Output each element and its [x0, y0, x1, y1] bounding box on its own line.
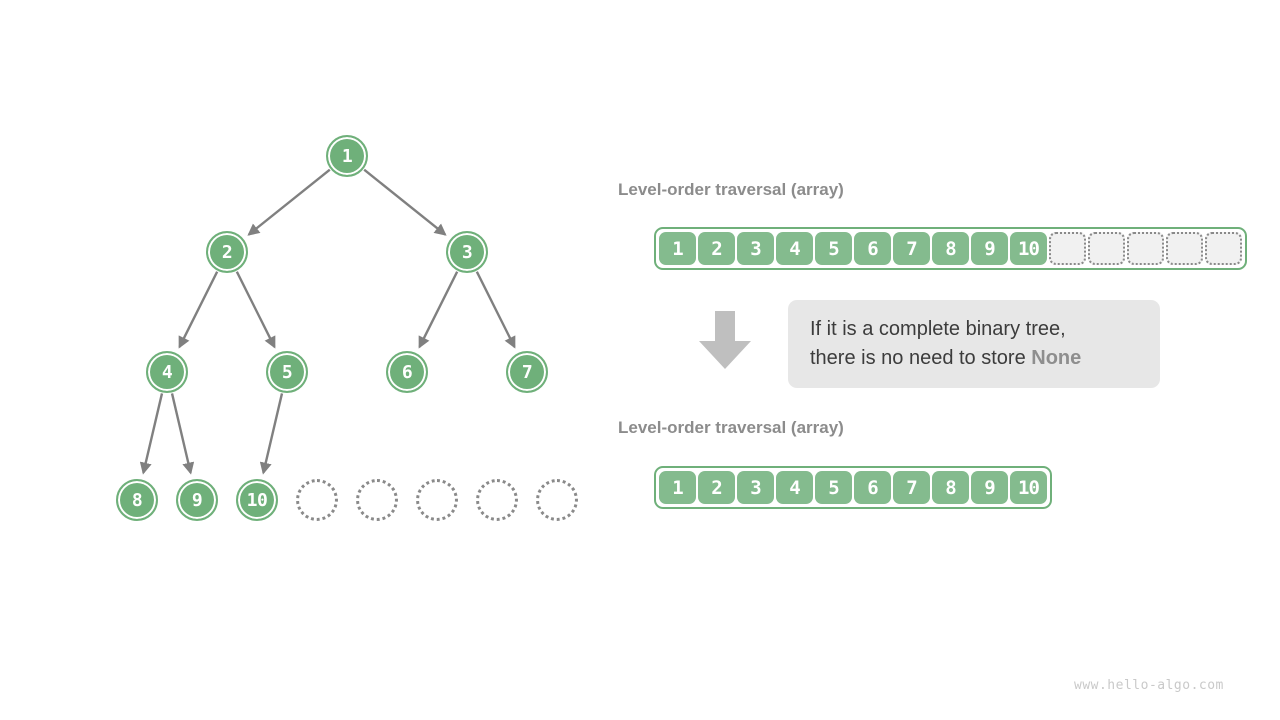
- tree-edge-n1-n2: [247, 168, 331, 236]
- top-array-label: Level-order traversal (array): [618, 180, 844, 199]
- tree-edge-n4-n9: [170, 393, 195, 475]
- tree-node-9: 9: [176, 479, 218, 521]
- bottom-array-cell-3: 4: [776, 471, 813, 504]
- top-array-cell-empty-3: [1166, 232, 1203, 265]
- bottom-array-cell-5: 6: [854, 471, 891, 504]
- tree-node-3: 3: [446, 231, 488, 273]
- top-array-cell-empty-0: [1049, 232, 1086, 265]
- note-line-2-text: there is no need to store: [810, 347, 1032, 369]
- top-array-cell-6: 7: [893, 232, 930, 265]
- tree-edges: [139, 168, 516, 475]
- tree-edge-n1-n3: [363, 168, 447, 236]
- note-emphasis-none: None: [1031, 347, 1082, 369]
- tree-node-4: 4: [146, 351, 188, 393]
- watermark: www.hello-algo.com: [1074, 678, 1224, 693]
- top-array-cell-1: 2: [698, 232, 735, 265]
- top-array-cell-empty-4: [1205, 232, 1242, 265]
- note-line-2: there is no need to store None: [810, 344, 1138, 373]
- tree-node-5: 5: [266, 351, 308, 393]
- bottom-array-label: Level-order traversal (array): [618, 418, 844, 437]
- tree-node-empty-3: [416, 479, 458, 521]
- bottom-array-cell-6: 7: [893, 471, 930, 504]
- bottom-array-cell-0: 1: [659, 471, 696, 504]
- top-array-cell-5: 6: [854, 232, 891, 265]
- tree-node-empty-2: [356, 479, 398, 521]
- top-array-cell-empty-1: [1088, 232, 1125, 265]
- top-array-cell-4: 5: [815, 232, 852, 265]
- tree-node-empty-1: [296, 479, 338, 521]
- tree-edge-n2-n4: [178, 271, 219, 349]
- bottom-array-cell-4: 5: [815, 471, 852, 504]
- tree-edge-n2-n5: [235, 271, 276, 349]
- tree-node-10: 10: [236, 479, 278, 521]
- tree-node-1: 1: [326, 135, 368, 177]
- note-box: If it is a complete binary tree, there i…: [788, 300, 1160, 388]
- tree-node-6: 6: [386, 351, 428, 393]
- tree-edge-n3-n7: [475, 271, 516, 349]
- tree-node-empty-4: [476, 479, 518, 521]
- tree-edge-n3-n6: [418, 271, 459, 349]
- bottom-array-cell-7: 8: [932, 471, 969, 504]
- top-array-cell-0: 1: [659, 232, 696, 265]
- tree-edge-n5-n10: [259, 393, 284, 475]
- top-array-cell-3: 4: [776, 232, 813, 265]
- note-line-1: If it is a complete binary tree,: [810, 318, 1066, 340]
- tree-edge-n4-n8: [139, 393, 164, 475]
- tree-node-2: 2: [206, 231, 248, 273]
- top-array-cell-8: 9: [971, 232, 1008, 265]
- bottom-array-cell-9: 10: [1010, 471, 1047, 504]
- top-array-cell-2: 3: [737, 232, 774, 265]
- tree-node-7: 7: [506, 351, 548, 393]
- down-arrow-icon: [699, 311, 751, 369]
- bottom-array-cell-8: 9: [971, 471, 1008, 504]
- tree-node-8: 8: [116, 479, 158, 521]
- top-array-cell-7: 8: [932, 232, 969, 265]
- bottom-array-cell-1: 2: [698, 471, 735, 504]
- tree-node-empty-5: [536, 479, 578, 521]
- top-array-cell-empty-2: [1127, 232, 1164, 265]
- top-array-cell-9: 10: [1010, 232, 1047, 265]
- bottom-array-cell-2: 3: [737, 471, 774, 504]
